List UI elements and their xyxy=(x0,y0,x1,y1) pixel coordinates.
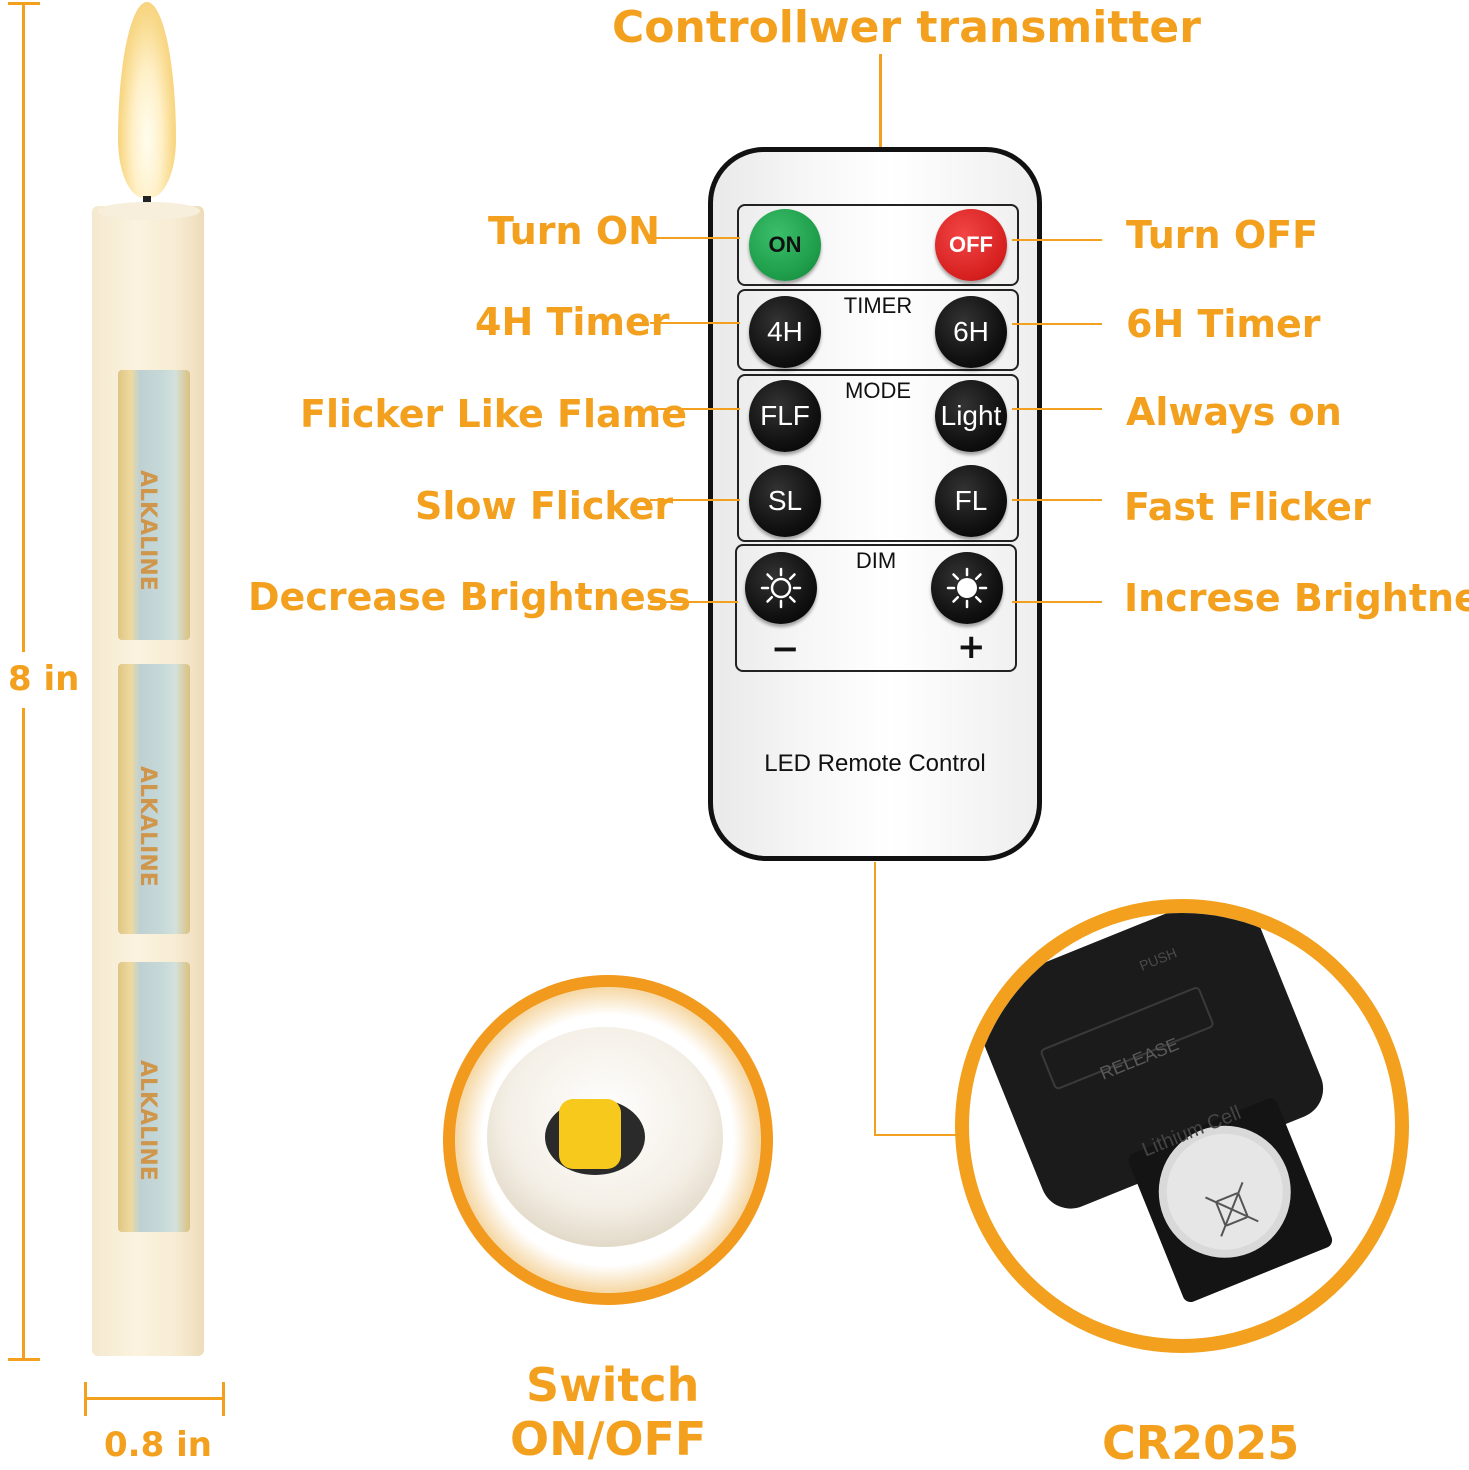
remote-caption: LED Remote Control xyxy=(764,750,986,777)
height-line-bottom xyxy=(22,708,25,1360)
line-increase-brightness xyxy=(1012,601,1102,603)
dim-decrease-button[interactable] xyxy=(745,552,817,624)
label-slow-flicker: Slow Flicker xyxy=(415,484,674,528)
off-button[interactable]: OFF xyxy=(935,209,1007,281)
battery-2 xyxy=(118,664,190,934)
sun-filled-icon xyxy=(946,567,988,609)
fast-flicker-button[interactable]: FL xyxy=(935,465,1007,537)
line-turn-off xyxy=(1012,239,1102,241)
label-fast-flicker: Fast Flicker xyxy=(1124,485,1371,529)
line-slow-flicker xyxy=(650,499,740,501)
dim-group: DIM − xyxy=(735,544,1017,672)
label-turn-on: Turn ON xyxy=(488,209,660,253)
width-label: 0.8 in xyxy=(104,1425,212,1465)
line-fast-flicker xyxy=(1012,499,1102,501)
line-decrease-brightness xyxy=(650,601,738,603)
switch-illustration xyxy=(487,1027,723,1247)
label-6h-timer: 6H Timer xyxy=(1126,302,1321,346)
line-4h-timer xyxy=(650,322,740,324)
label-always-on: Always on xyxy=(1126,390,1342,434)
mode-group-title: MODE xyxy=(845,378,911,403)
battery-detail-circle: Lithium Cell RELEASE PUSH xyxy=(955,899,1409,1353)
slow-flicker-button[interactable]: SL xyxy=(749,465,821,537)
line-always-on xyxy=(1012,408,1102,410)
height-line-top xyxy=(22,2,25,652)
switch-label-line2: ON/OFF xyxy=(510,1412,707,1466)
line-flicker-like-flame xyxy=(650,408,740,410)
candle-top xyxy=(98,202,200,220)
height-tick-bottom xyxy=(8,1358,40,1361)
power-group: ON OFF xyxy=(737,204,1019,286)
battery-label-3: ALKALINE xyxy=(135,1060,160,1181)
remote-control: ON OFF TIMER 4H 6H MODE FLF Light SL FL … xyxy=(708,147,1042,861)
battery-compartment-illustration xyxy=(973,913,1333,1303)
switch-label-line1: Switch xyxy=(526,1358,700,1412)
switch-detail-circle xyxy=(443,975,773,1305)
timer-4h-button[interactable]: 4H xyxy=(749,296,821,368)
title-connector-line xyxy=(879,54,882,148)
dim-increase-button[interactable] xyxy=(931,552,1003,624)
timer-group: TIMER 4H 6H xyxy=(737,289,1019,371)
dim-group-title: DIM xyxy=(855,548,897,573)
battery-1 xyxy=(118,370,190,640)
battery-connector-vertical xyxy=(874,862,876,1136)
battery-connector-horizontal xyxy=(874,1134,958,1136)
flame-icon xyxy=(118,2,176,198)
line-6h-timer xyxy=(1012,323,1102,325)
battery-label-1: ALKALINE xyxy=(135,470,160,591)
label-flicker-like-flame: Flicker Like Flame xyxy=(300,392,688,436)
timer-6h-button[interactable]: 6H xyxy=(935,296,1007,368)
label-turn-off: Turn OFF xyxy=(1126,213,1319,257)
label-increase-brightness: Increse Brightness xyxy=(1124,576,1469,620)
battery-3 xyxy=(118,962,190,1232)
timer-group-title: TIMER xyxy=(843,293,913,318)
flicker-like-flame-button[interactable]: FLF xyxy=(749,380,821,452)
width-line xyxy=(84,1397,224,1400)
battery-label-2: ALKALINE xyxy=(135,766,160,887)
sun-outline-icon xyxy=(760,567,802,609)
label-decrease-brightness: Decrease Brightness xyxy=(248,575,691,619)
dim-minus-sign: − xyxy=(771,629,800,669)
line-turn-on xyxy=(650,237,740,239)
height-label: 8 in xyxy=(8,659,80,699)
light-button[interactable]: Light xyxy=(935,380,1007,452)
width-tick-right xyxy=(222,1382,225,1416)
label-4h-timer: 4H Timer xyxy=(475,300,670,344)
mode-group: MODE FLF Light SL FL xyxy=(737,374,1019,542)
page-title: Controllwer transmitter xyxy=(612,2,1201,53)
dim-plus-sign: + xyxy=(957,627,986,667)
on-button[interactable]: ON xyxy=(749,209,821,281)
battery-type-label: CR2025 xyxy=(1102,1416,1300,1470)
